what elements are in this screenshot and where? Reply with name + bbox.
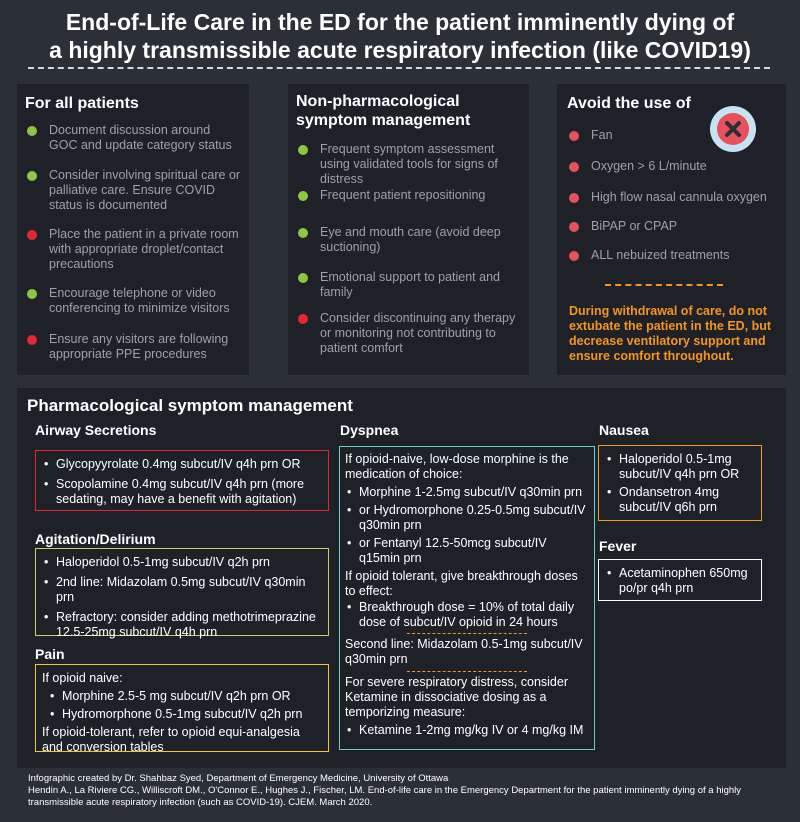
list-item: Frequent symptom assessment using valida… [296, 142, 521, 188]
agitation-box: Haloperidol 0.5-1mg subcut/IV q2h prn 2n… [35, 548, 329, 639]
title-line-1: End-of-Life Care in the ED for the patie… [65, 9, 735, 35]
pink-dot-icon [569, 222, 579, 232]
credits-author: Infographic created by Dr. Shahbaz Syed,… [28, 773, 449, 784]
all-patients-heading: For all patients [25, 95, 139, 112]
list-item: 2nd line: Midazolam 0.5mg subcut/IV q30m… [42, 575, 322, 605]
avoid-heading: Avoid the use of [567, 95, 691, 112]
green-dot-icon [298, 228, 308, 238]
dyspnea-divider [407, 671, 527, 672]
all-patients-panel: For all patients Document discussion aro… [17, 84, 249, 375]
list-item: High flow nasal cannula oxygen [567, 190, 776, 219]
list-item: or Hydromorphone 0.25-0.5mg subcut/IV q3… [345, 503, 589, 533]
airway-box: Glycopyyrolate 0.4mg subcut/IV q4h prn O… [35, 450, 329, 511]
red-dot-icon [27, 230, 37, 240]
dyspnea-box: If opioid-naive, low-dose morphine is th… [339, 446, 595, 750]
avoid-list: Fan Oxygen > 6 L/minute High flow nasal … [567, 128, 776, 263]
list-item: Consider involving spiritual care or pal… [25, 168, 241, 227]
nausea-box: Haloperidol 0.5-1mg subcut/IV q4h prn OR… [598, 445, 762, 521]
pharm-heading: Pharmacological symptom management [27, 396, 353, 415]
fever-box: Acetaminophen 650mg po/pr q4h prn [598, 559, 762, 601]
list-item: Haloperidol 0.5-1mg subcut/IV q4h prn OR [605, 452, 755, 482]
pain-box: If opioid naive: Morphine 2.5-5 mg subcu… [35, 664, 329, 754]
list-item: Ondansetron 4mg subcut/IV q6h prn [605, 485, 755, 515]
pharm-panel: Pharmacological symptom management Airwa… [17, 388, 786, 768]
list-item: ALL nebuized treatments [567, 248, 776, 263]
green-dot-icon [27, 171, 37, 181]
non-pharm-list: Frequent symptom assessment using valida… [296, 142, 521, 356]
red-dot-icon [27, 335, 37, 345]
list-item: Refractory: consider adding methotrimepr… [42, 610, 322, 640]
list-item: Frequent patient repositioning [296, 188, 521, 225]
list-item: Morphine 2.5-5 mg subcut/IV q2h prn OR [48, 689, 322, 704]
dyspnea-second-line: Second line: Midazolam 0.5-1mg subcut/IV… [345, 637, 583, 666]
credits: Infographic created by Dr. Shahbaz Syed,… [28, 773, 788, 809]
green-dot-icon [27, 126, 37, 136]
pink-dot-icon [569, 193, 579, 203]
pain-outro: If opioid-tolerant, refer to opioid equi… [42, 725, 300, 754]
green-dot-icon [298, 273, 308, 283]
green-dot-icon [27, 289, 37, 299]
list-item: Ensure any visitors are following approp… [25, 332, 241, 362]
dyspnea-intro: If opioid-naive, low-dose morphine is th… [345, 452, 569, 481]
list-item: Ketamine 1-2mg mg/kg IV or 4 mg/kg IM [345, 723, 589, 738]
title-divider [28, 67, 770, 69]
pink-dot-icon [569, 162, 579, 172]
list-item: Acetaminophen 650mg po/pr q4h prn [605, 566, 755, 596]
x-circle-icon [710, 106, 756, 152]
credits-reference: Hendin A., La Riviere CG., Williscroft D… [28, 785, 742, 808]
fever-heading: Fever [599, 538, 637, 554]
green-dot-icon [298, 145, 308, 155]
dyspnea-tolerant: If opioid tolerant, give breakthrough do… [345, 569, 578, 598]
dyspnea-severe: For severe respiratory distress, conside… [345, 675, 568, 719]
pink-dot-icon [569, 251, 579, 261]
agitation-heading: Agitation/Delirium [35, 531, 156, 547]
pink-dot-icon [569, 131, 579, 141]
avoid-divider [605, 284, 723, 286]
list-item: Hydromorphone 0.5-1mg subcut/IV q2h prn [48, 707, 322, 722]
list-item: Breakthrough dose = 10% of total daily d… [345, 600, 589, 630]
page-title: End-of-Life Care in the ED for the patie… [0, 8, 800, 64]
list-item: Oxygen > 6 L/minute [567, 159, 776, 190]
non-pharm-panel: Non-pharmacological symptom management F… [288, 84, 529, 375]
list-item: Scopolamine 0.4mg subcut/IV q4h prn (mor… [42, 477, 322, 507]
title-line-2: a highly transmissible acute respiratory… [49, 37, 751, 63]
dyspnea-heading: Dyspnea [340, 422, 399, 438]
all-patients-list: Document discussion around GOC and updat… [25, 123, 241, 362]
non-pharm-heading: Non-pharmacological symptom management [296, 93, 471, 129]
list-item: Encourage telephone or video conferencin… [25, 286, 241, 332]
pain-heading: Pain [35, 646, 65, 662]
list-item: Glycopyyrolate 0.4mg subcut/IV q4h prn O… [42, 457, 322, 472]
list-item: Emotional support to patient and family [296, 270, 521, 311]
airway-heading: Airway Secretions [35, 422, 157, 438]
red-dot-icon [298, 314, 308, 324]
green-dot-icon [298, 191, 308, 201]
list-item: Fan [567, 128, 776, 159]
withdrawal-note: During withdrawal of care, do not extuba… [569, 304, 772, 363]
list-item: Haloperidol 0.5-1mg subcut/IV q2h prn [42, 555, 322, 570]
list-item: Document discussion around GOC and updat… [25, 123, 241, 168]
dyspnea-divider [407, 633, 527, 634]
list-item: Place the patient in a private room with… [25, 227, 241, 286]
list-item: Consider discontinuing any therapy or mo… [296, 311, 521, 356]
list-item: or Fentanyl 12.5-50mcg subcut/IV q15min … [345, 536, 589, 566]
nausea-heading: Nausea [599, 422, 649, 438]
list-item: Morphine 1-2.5mg subcut/IV q30min prn [345, 485, 589, 500]
pain-intro: If opioid naive: [42, 671, 123, 685]
list-item: BiPAP or CPAP [567, 219, 776, 248]
list-item: Eye and mouth care (avoid deep suctionin… [296, 225, 521, 270]
avoid-panel: Avoid the use of Fan Oxygen > 6 L/minute… [557, 84, 786, 375]
